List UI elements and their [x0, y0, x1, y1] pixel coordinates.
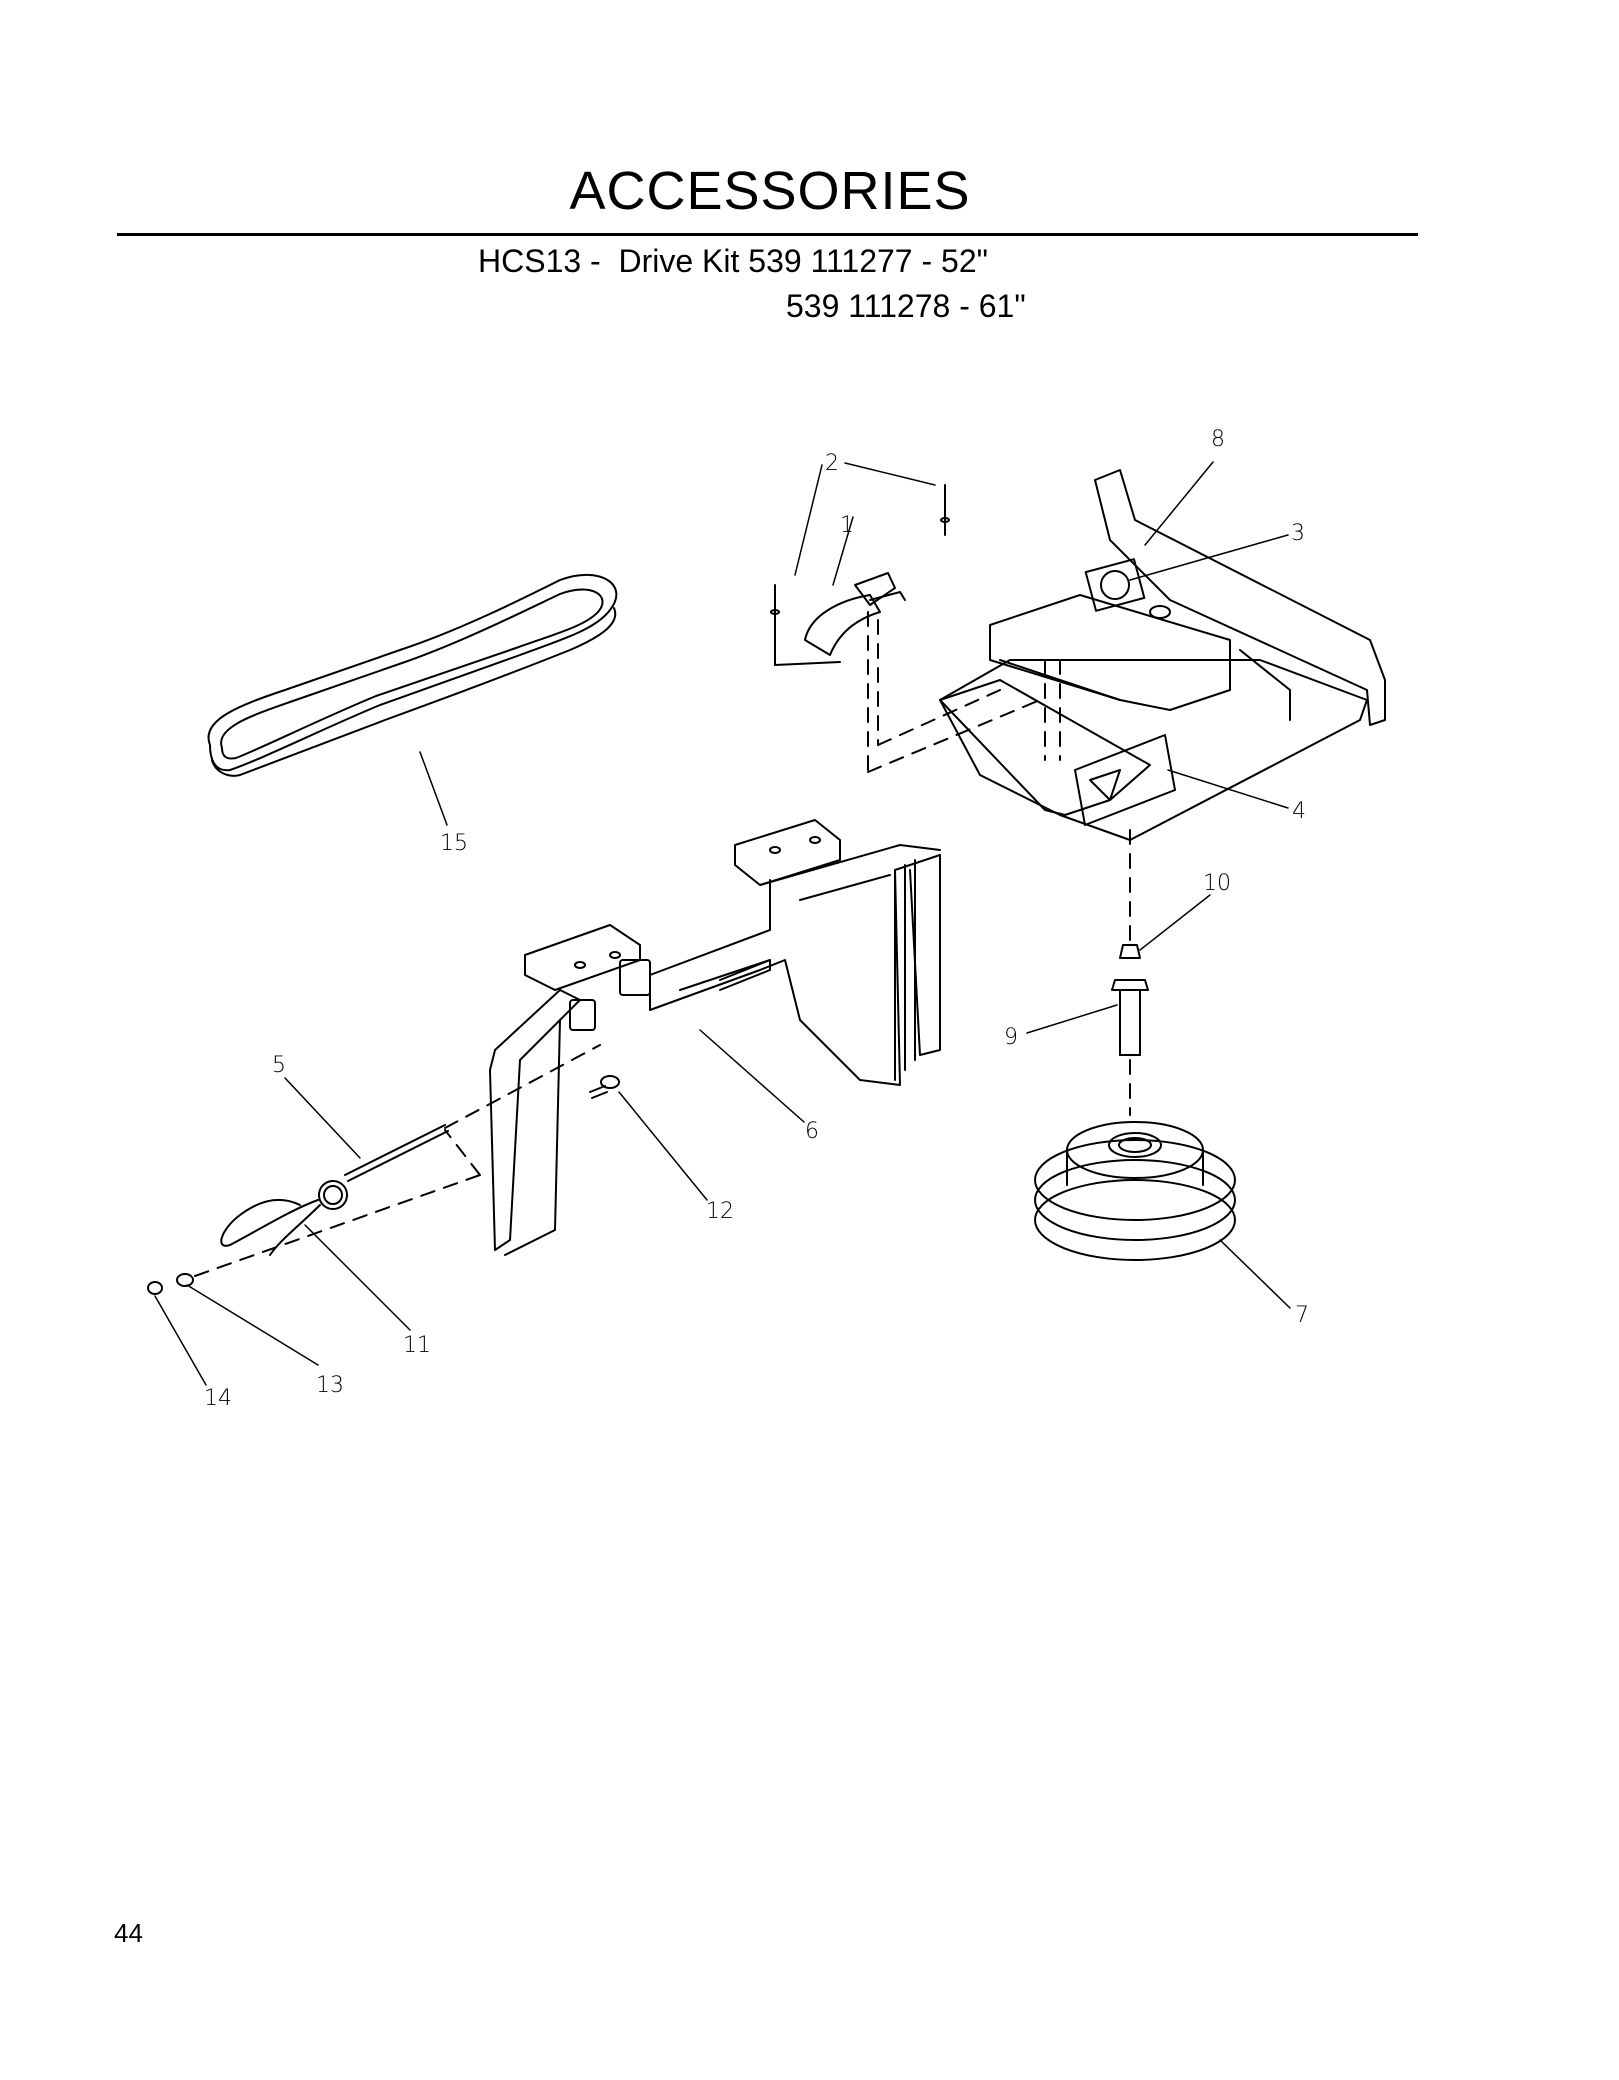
top-decal [1084, 558, 1171, 619]
callout-1: 1 [840, 513, 854, 538]
idler-pulley [1034, 1121, 1236, 1261]
callout-15: 15 [440, 831, 468, 856]
bracket-arm [489, 924, 651, 1256]
belt-guard-cover [939, 469, 1386, 841]
assembly-lines-latch [867, 611, 1061, 773]
pins [770, 484, 950, 666]
callout-9: 9 [1004, 1025, 1018, 1050]
callout-2: 2 [825, 451, 839, 476]
drive-belt [207, 573, 618, 777]
callout-3: 3 [1291, 521, 1305, 546]
washer-and-nut [147, 1129, 481, 1295]
callout-7: 7 [1295, 1303, 1309, 1328]
leader-lines [154, 461, 1291, 1386]
callout-10: 10 [1203, 871, 1231, 896]
lanyard-cable [220, 1198, 321, 1256]
callout-11: 11 [403, 1333, 431, 1358]
title-rule [117, 233, 1418, 236]
warning-decal [1074, 734, 1176, 826]
callout-4: 4 [1292, 799, 1306, 824]
kit-subtitle-line-1: HCS13 - Drive Kit 539 111277 - 52" [478, 243, 988, 279]
callout-14: 14 [204, 1386, 232, 1411]
bolt [589, 1075, 620, 1099]
mounting-bracket [649, 819, 941, 1086]
page-title: ACCESSORIES [569, 161, 971, 221]
hitch-pin [318, 1044, 601, 1210]
callout-8: 8 [1211, 427, 1225, 452]
callout-labels: 1 2 3 4 5 6 7 8 9 10 11 12 13 14 15 [204, 427, 1309, 1411]
callout-5: 5 [272, 1053, 286, 1078]
callout-12: 12 [706, 1199, 734, 1224]
kit-subtitle-line-2: 539 111278 - 61" [786, 288, 1026, 324]
callout-6: 6 [805, 1119, 819, 1144]
page-number: 44 [114, 1918, 143, 1948]
latch-handle [804, 572, 906, 656]
callout-13: 13 [316, 1373, 344, 1398]
idler-bolt [1111, 829, 1149, 1116]
